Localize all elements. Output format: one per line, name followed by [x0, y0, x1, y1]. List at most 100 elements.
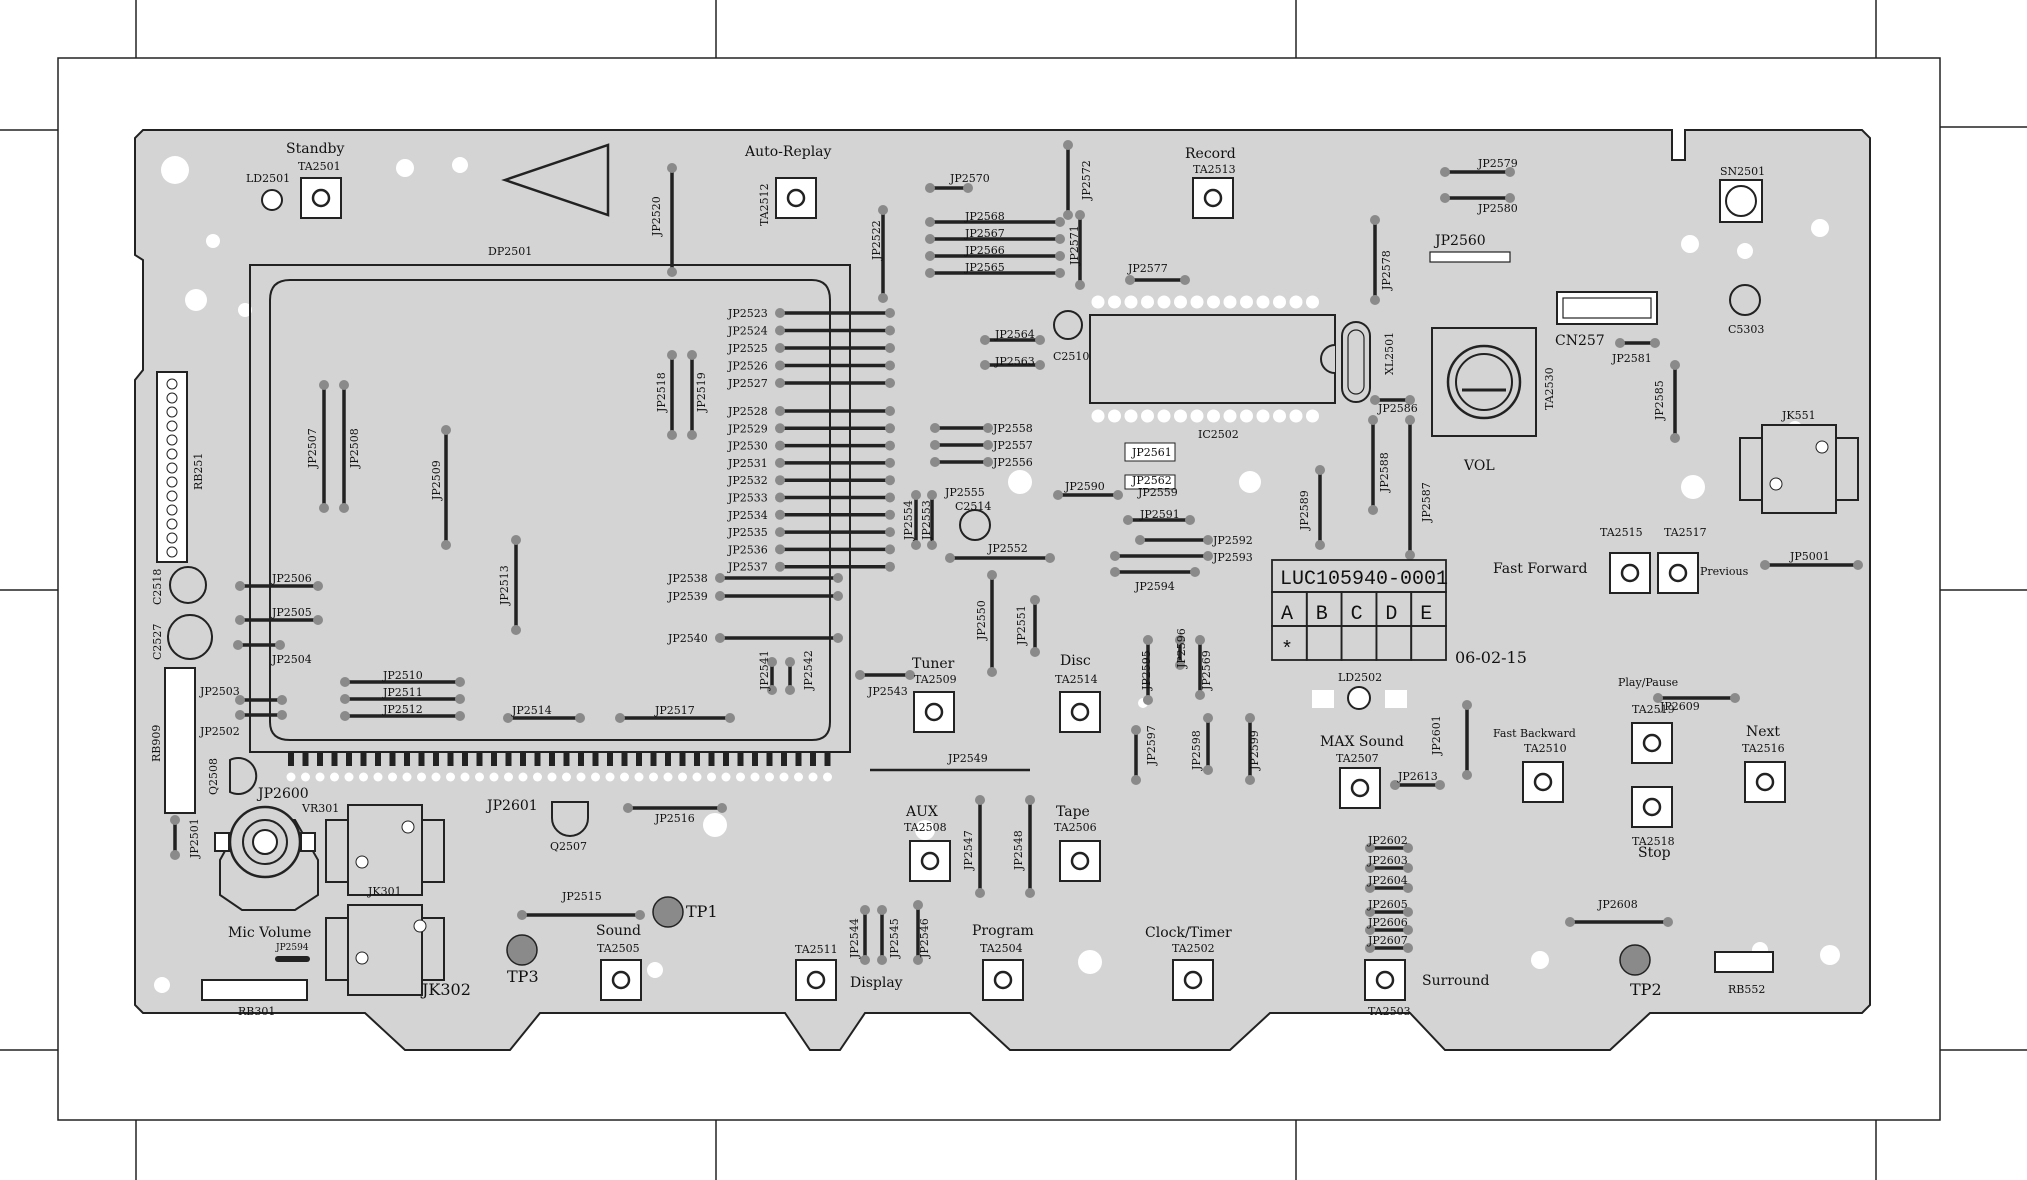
jumper	[715, 573, 843, 583]
vr301-mic-volume-pot: VR301 JP2600 Mic Volume JP2594	[214, 786, 339, 962]
jk302-jack: JK302	[325, 904, 471, 999]
connector-pin	[166, 490, 178, 502]
jumper-label: JP2540	[667, 632, 708, 645]
ic-pin	[1091, 409, 1105, 423]
display-pin-hole	[359, 772, 368, 782]
ic-pins-bottom	[1091, 409, 1319, 423]
display-pin-hole	[663, 772, 673, 782]
display-pin-hole	[547, 772, 557, 782]
display-pin	[578, 752, 584, 766]
display-pin-hole	[475, 772, 484, 782]
record-label: Record	[1185, 146, 1236, 162]
display-pin	[795, 752, 802, 766]
tape-label: Tape	[1056, 804, 1090, 820]
display-pin-hole	[823, 772, 832, 782]
jumper	[975, 795, 985, 898]
jumper-label: JP2550	[975, 600, 988, 641]
jumper	[1670, 360, 1680, 443]
c2527-label: C2527	[151, 624, 164, 660]
jumper	[1462, 700, 1472, 780]
display-pin	[708, 752, 715, 766]
jp2562-block	[1124, 474, 1176, 490]
jumper-label: JP2569	[1200, 650, 1213, 691]
jumper	[855, 670, 915, 680]
jumper-label: JP2609	[1659, 700, 1700, 713]
jumper-label: JP2524	[727, 325, 768, 338]
jumper-label: JP2613	[1397, 770, 1438, 783]
ld2501-led	[261, 189, 283, 211]
volume-encoder: VOL TA2530	[1431, 327, 1556, 474]
jumper-wires	[170, 140, 1863, 965]
jumper	[1110, 567, 1200, 577]
display-pin	[360, 752, 367, 766]
ic-pin	[1223, 295, 1237, 309]
jumper	[877, 905, 887, 965]
jumper	[930, 440, 993, 450]
jumper	[775, 527, 895, 538]
revision-letter: A	[1281, 603, 1293, 626]
jumper-label: JP2532	[727, 474, 768, 487]
display-pin	[491, 752, 497, 766]
jumper-label: JP2556	[992, 456, 1033, 469]
jumper-label: JP2592	[1212, 534, 1253, 547]
jumper-label: JP2596	[1175, 628, 1188, 669]
jumper-label: JP2528	[727, 405, 768, 418]
display-pin-hole	[736, 772, 745, 782]
jumper	[930, 457, 993, 467]
jumper	[775, 360, 895, 371]
jumper-label: JP2544	[848, 918, 861, 959]
ic-pin	[1157, 295, 1171, 309]
ld2502-label: LD2502	[1338, 671, 1382, 684]
display-pin-hole	[765, 772, 774, 782]
jumper	[715, 633, 843, 643]
ic-pin	[1289, 409, 1303, 423]
jumper	[1365, 863, 1413, 873]
jumper	[1025, 795, 1035, 898]
display-pin-hole	[431, 772, 441, 782]
sound-ref: TA2505	[597, 942, 640, 955]
jumper	[1365, 925, 1413, 935]
c2510-capacitor	[1053, 310, 1083, 340]
jumper	[1370, 395, 1415, 405]
jumper-label: JP2571	[1068, 225, 1081, 266]
jumper	[945, 553, 1055, 563]
jumper	[927, 490, 937, 550]
max-sound-label: MAX Sound	[1320, 734, 1404, 750]
jumper	[860, 905, 870, 965]
jumper-label: JP2605	[1367, 898, 1408, 911]
tp2-label: TP2	[1630, 980, 1662, 999]
sound-label: Sound	[596, 923, 641, 939]
jumper-label: JP2529	[727, 422, 768, 435]
jk302-label: JK302	[420, 980, 471, 999]
jumper-label: JP2526	[727, 360, 768, 373]
vr301-label: VR301	[301, 802, 339, 815]
display-pin-hole	[620, 772, 629, 782]
jumper-label: JP2533	[727, 492, 768, 505]
jumper-label: JP2593	[1212, 551, 1253, 564]
jumper-label: JP2579	[1477, 157, 1518, 170]
display-pin-row	[286, 752, 832, 782]
connector-pin	[166, 448, 178, 460]
other-components: RB251 RB909 RB301 RB552 CN257 SN2501 C53…	[150, 165, 1859, 1018]
jumper	[925, 217, 1065, 227]
jumper-label: JP2514	[511, 704, 552, 717]
